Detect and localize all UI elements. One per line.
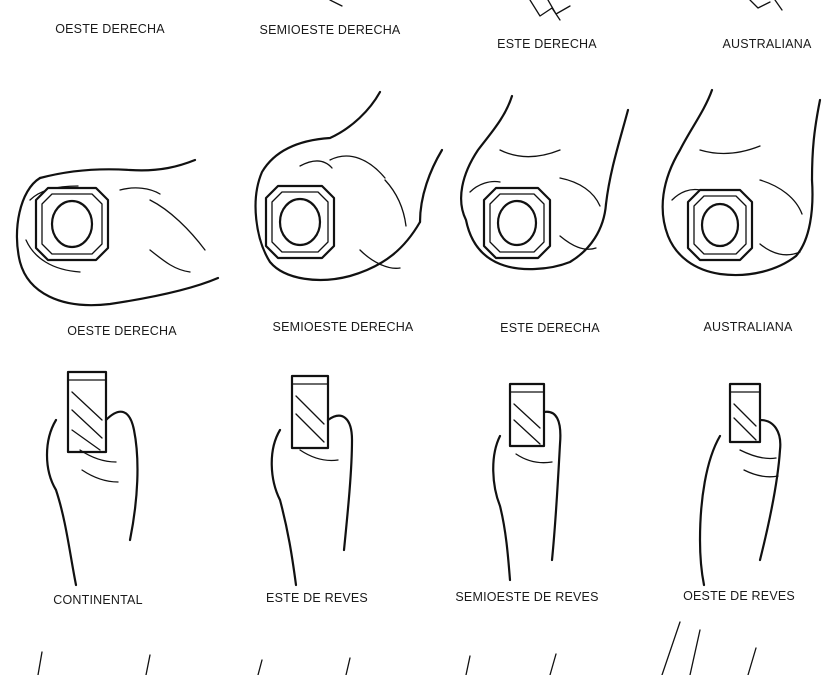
caption-top-oeste-derecha: OESTE DERECHA <box>55 22 165 36</box>
side-continental <box>46 370 139 587</box>
caption-fist-oeste-derecha: OESTE DERECHA <box>67 324 177 338</box>
side-oeste-de-reves <box>698 382 782 587</box>
caption-side-continental: CONTINENTAL <box>53 593 143 607</box>
side-este-de-reves <box>270 374 354 587</box>
caption-top-semioeste-derecha: SEMIOESTE DERECHA <box>259 23 401 37</box>
caption-fist-australiana: AUSTRALIANA <box>703 320 793 334</box>
side-semioeste-de-reves <box>492 382 562 582</box>
fist-oeste-derecha <box>15 158 220 307</box>
top-partial-sketches <box>329 0 783 21</box>
caption-fist-este-derecha: ESTE DERECHA <box>500 321 600 335</box>
caption-top-este-derecha: ESTE DERECHA <box>497 37 597 51</box>
top-sketch-stroke <box>329 0 343 7</box>
caption-side-semioeste-de-reves: SEMIOESTE DE REVES <box>455 590 599 604</box>
top-sketch-stroke <box>749 0 783 11</box>
caption-fist-semioeste-derecha: SEMIOESTE DERECHA <box>272 320 414 334</box>
bottom-partial-sketches <box>37 621 757 675</box>
top-sketch-stroke <box>529 0 571 21</box>
caption-side-oeste-de-reves: OESTE DE REVES <box>683 589 795 603</box>
fist-australiana <box>661 88 822 277</box>
caption-side-este-de-reves: ESTE DE REVES <box>266 591 368 605</box>
caption-top-australiana: AUSTRALIANA <box>722 37 812 51</box>
fist-este-derecha <box>460 94 630 271</box>
fist-semioeste-derecha <box>254 90 444 282</box>
